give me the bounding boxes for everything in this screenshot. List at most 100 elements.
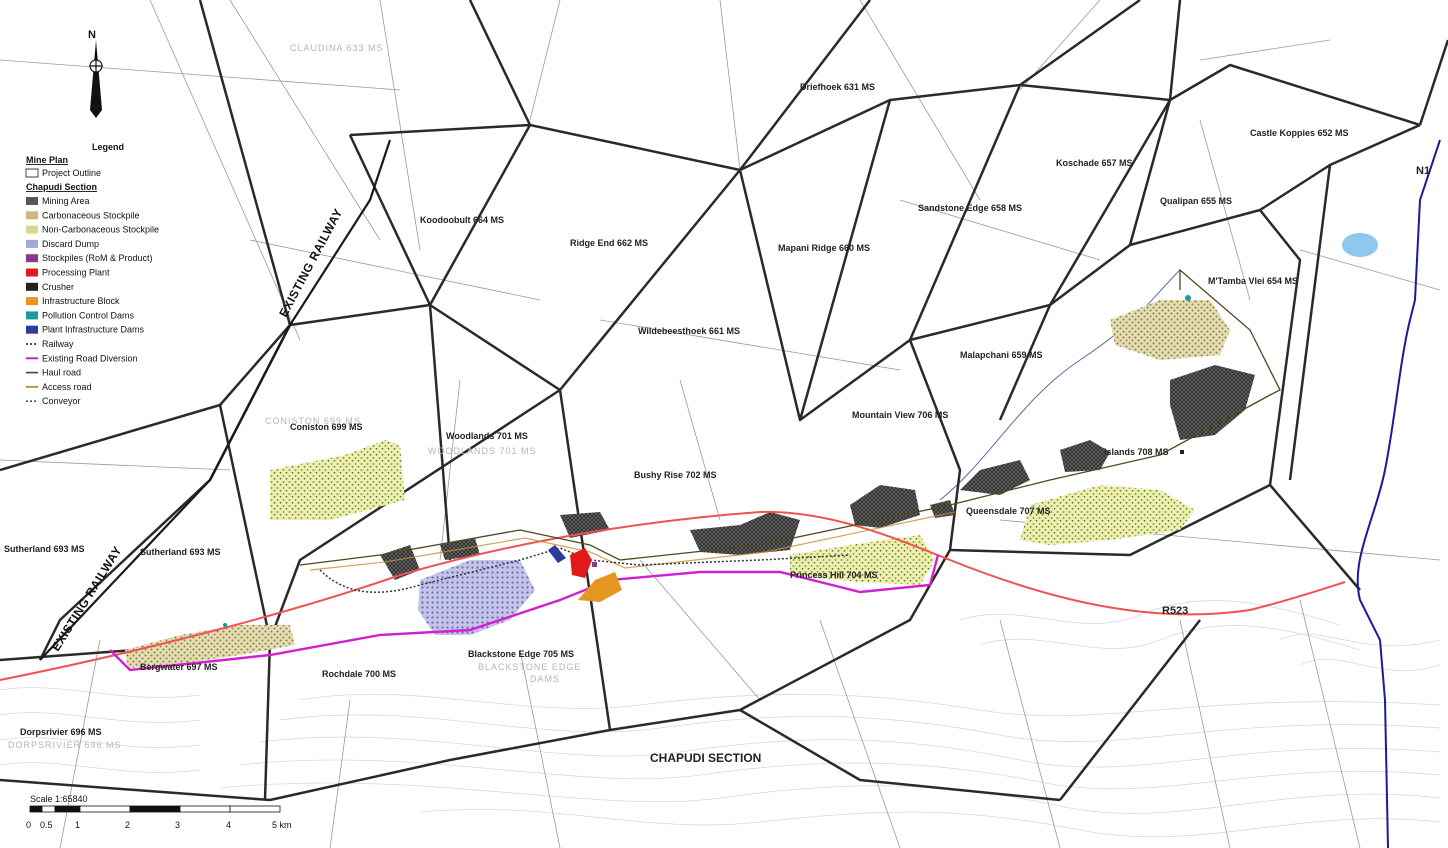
- farm-label: Wildebeesthoek 661 MS: [638, 326, 740, 336]
- legend-line-label: Haul road: [42, 368, 81, 378]
- legend-line-label: Conveyor: [42, 396, 81, 406]
- r523-road: [0, 510, 1346, 681]
- faint-label: WOODLANDS 701 MS: [428, 446, 537, 456]
- faint-cadastral-labels: CLAUDINA 633 MS CONISTON 699 MS WOODLAND…: [8, 43, 581, 750]
- legend-label: Discard Dump: [42, 239, 99, 249]
- scale-label: Scale 1:65840: [30, 794, 88, 804]
- legend-swatch: [26, 325, 38, 334]
- farm-label: Dorpsrivier 696 MS: [20, 727, 102, 737]
- farm-label: M'Tamba Vlei 654 MS: [1208, 276, 1298, 286]
- legend-swatch: [26, 268, 38, 277]
- legend-swatch: [26, 254, 38, 263]
- legend-label: Pollution Control Dams: [42, 310, 135, 320]
- farm-label: Mapani Ridge 660 MS: [778, 243, 870, 253]
- scale-segment: [41, 805, 56, 813]
- farm-label: Bergwater 697 MS: [140, 662, 218, 672]
- scale-segment: [79, 805, 131, 813]
- legend-label-project-outline: Project Outline: [42, 168, 101, 178]
- legend-label: Plant Infrastructure Dams: [42, 325, 145, 335]
- legend-label: Crusher: [42, 282, 74, 292]
- pollution-control-dam-west: [223, 623, 227, 627]
- faint-label: CLAUDINA 633 MS: [290, 43, 384, 53]
- pollution-control-dam: [1185, 295, 1191, 301]
- faint-label: CONISTON 699 MS: [265, 416, 361, 426]
- legend-swatch: [26, 211, 38, 220]
- legend-mine-plan-header: Mine Plan: [26, 155, 68, 165]
- farm-label: Mountain View 706 MS: [852, 410, 948, 420]
- legend-label: Infrastructure Block: [42, 296, 120, 306]
- water-body: [1342, 233, 1378, 257]
- n1-road: [1356, 139, 1441, 848]
- scale-tick-label: 0: [26, 820, 31, 830]
- legend-label: Stockpiles (RoM & Product): [42, 253, 153, 263]
- section-title: CHAPUDI SECTION: [650, 751, 761, 765]
- scale-tick-label: 0.5: [40, 820, 53, 830]
- north-arrow-icon: [90, 40, 102, 118]
- legend-label: Non-Carbonaceous Stockpile: [42, 225, 159, 235]
- farm-label: Rochdale 700 MS: [322, 669, 396, 679]
- farm-label: Malapchani 659 MS: [960, 350, 1043, 360]
- plant-infrastructure-dam: [548, 545, 566, 563]
- farm-label: Bushy Rise 702 MS: [634, 470, 717, 480]
- blue-river: [939, 269, 1181, 501]
- farm-label: Princess Hill 704 MS: [790, 570, 878, 580]
- scale-segment: [229, 805, 281, 813]
- legend-label: Carbonaceous Stockpile: [42, 210, 140, 220]
- faint-label: DAMS: [530, 674, 560, 684]
- farm-label: Koschade 657 MS: [1056, 158, 1133, 168]
- farm-label: Sandstone Edge 658 MS: [918, 203, 1022, 213]
- faint-label: BLACKSTONE EDGE: [478, 662, 581, 672]
- legend-swatch: [26, 239, 38, 248]
- infrastructure-block: [578, 572, 622, 602]
- farm-labels: Driefhoek 631 MS Castle Koppies 652 MS K…: [4, 82, 1349, 737]
- farm-label: Blackstone Edge 705 MS: [468, 649, 574, 659]
- existing-road-diversion: [109, 554, 940, 672]
- legend-swatch: [26, 282, 38, 291]
- legend-swatch: [26, 311, 38, 320]
- rom-stockpile: [592, 562, 597, 567]
- farm-label: Ridge End 662 MS: [570, 238, 648, 248]
- legend-line-label: Existing Road Diversion: [42, 353, 138, 363]
- r523-label: R523: [1162, 605, 1188, 617]
- faint-label: DORPSRIVIER 696 MS: [8, 740, 122, 750]
- scale-tick-label: 2: [125, 820, 130, 830]
- legend-background: [12, 136, 182, 408]
- legend-label: Processing Plant: [42, 268, 110, 278]
- scale-tick-label: 4: [226, 820, 231, 830]
- farm-label: Sutherland 693 MS: [140, 547, 221, 557]
- haul-road: [299, 268, 1281, 566]
- farm-label: Queensdale 707 MS: [966, 506, 1051, 516]
- scale-segment: [179, 805, 231, 813]
- legend-line-label: Railway: [42, 339, 74, 349]
- legend-label: Mining Area: [42, 196, 90, 206]
- non-carbonaceous-stockpile-coniston: [270, 440, 405, 520]
- scale-tick-label: 1: [75, 820, 80, 830]
- farm-label: Islands 708 MS: [1104, 447, 1169, 457]
- legend-line-label: Access road: [42, 382, 92, 392]
- n1-label: N1: [1416, 165, 1430, 177]
- crusher: [1180, 450, 1184, 454]
- scale-segment: [129, 805, 181, 813]
- farm-label: Koodoobult 664 MS: [420, 215, 504, 225]
- existing-railway-line: [39, 139, 392, 661]
- legend-swatch-project-outline: [25, 168, 39, 178]
- north-arrow-letter: N: [88, 29, 96, 41]
- non-carbonaceous-stockpile-princess-hill: [790, 535, 935, 585]
- scale-tick-label: 3: [175, 820, 180, 830]
- scale-tick-label: 5 km: [272, 820, 292, 830]
- legend-swatch: [26, 225, 38, 234]
- legend: Legend Mine Plan Project Outline Chapudi…: [12, 136, 182, 408]
- scale-bar: Scale 1:65840 0 0.5 1 2 3 4 5 km: [26, 794, 292, 830]
- non-carbonaceous-stockpile-queensdale: [1020, 485, 1195, 545]
- farm-label: Coniston 699 MS: [290, 422, 363, 432]
- carbonaceous-stockpile-mtamba: [1110, 300, 1230, 360]
- contour-lines: [0, 600, 1441, 838]
- legend-swatch: [26, 297, 38, 306]
- farm-label: Woodlands 701 MS: [446, 431, 528, 441]
- legend-section-header: Chapudi Section: [26, 182, 97, 192]
- scale-segment: [29, 805, 43, 813]
- discard-dump: [418, 560, 535, 635]
- access-road: [309, 511, 956, 571]
